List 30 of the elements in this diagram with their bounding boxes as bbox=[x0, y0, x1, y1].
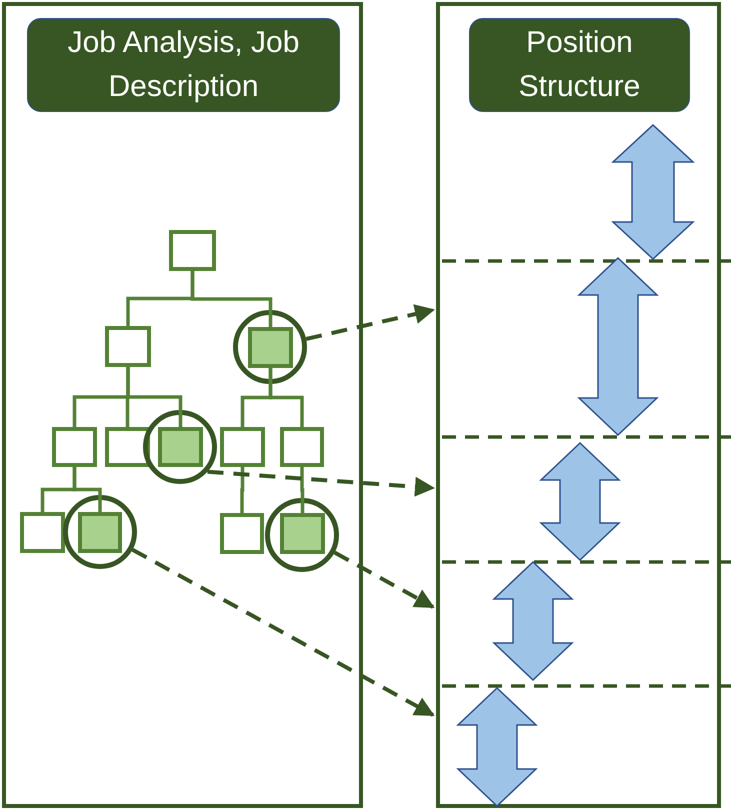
connector-line bbox=[240, 467, 244, 513]
dashed-arrow bbox=[334, 550, 435, 609]
org-chart-box bbox=[280, 427, 324, 467]
panel-frame bbox=[2, 2, 363, 808]
dashed-arrow bbox=[132, 548, 435, 717]
highlighted-org-box bbox=[78, 512, 122, 553]
highlight-circle bbox=[233, 310, 307, 384]
connector-line bbox=[126, 367, 182, 427]
org-chart-box bbox=[220, 427, 265, 467]
highlight-circle bbox=[143, 410, 217, 484]
highlight-circle bbox=[265, 498, 339, 572]
highlighted-org-box bbox=[280, 513, 325, 554]
org-chart-box bbox=[105, 427, 150, 467]
org-chart-box bbox=[220, 513, 264, 554]
connector-line bbox=[72, 467, 102, 512]
connector-line bbox=[300, 467, 304, 513]
panel-frame bbox=[436, 2, 721, 808]
connector-line bbox=[268, 368, 304, 427]
highlight-circle bbox=[63, 495, 137, 569]
highlighted-org-box bbox=[158, 427, 203, 467]
highlighted-org-box bbox=[248, 327, 293, 368]
section-header: Position Structure bbox=[469, 18, 690, 112]
connector-line bbox=[190, 271, 272, 327]
section-header: Job Analysis, Job Description bbox=[27, 18, 340, 112]
org-chart-box bbox=[169, 230, 216, 271]
dashed-arrow bbox=[306, 304, 435, 341]
org-chart-box bbox=[105, 326, 151, 367]
dashed-arrow bbox=[207, 470, 435, 497]
org-chart-box bbox=[20, 512, 65, 553]
org-chart-box bbox=[52, 427, 97, 467]
